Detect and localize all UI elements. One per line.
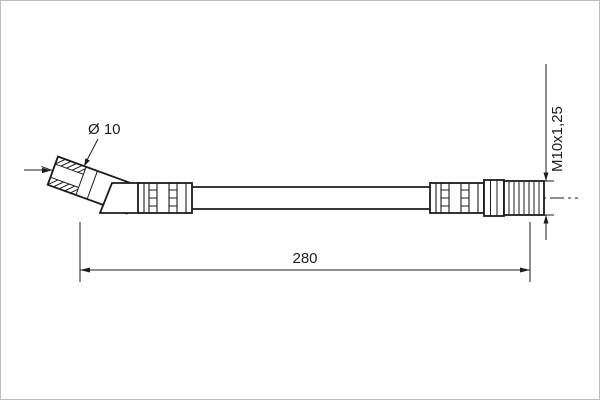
section-hatch-top	[55, 158, 86, 173]
fitting-bore-lines	[50, 163, 84, 188]
hose-body	[138, 186, 484, 210]
thread-label: M10x1,25	[549, 106, 566, 172]
dim-arrowhead-down-icon	[543, 172, 549, 181]
length-label: 280	[292, 250, 317, 267]
leader-arrowhead-icon	[84, 158, 90, 167]
hex-collar	[483, 179, 505, 217]
pointer-arrowhead-icon	[42, 167, 51, 174]
dim-arrowhead-right-icon	[520, 267, 530, 273]
diameter-callout: Ø 10	[84, 121, 121, 167]
length-dimension: 280	[79, 222, 531, 282]
fitting-shoulder-lines	[75, 166, 98, 200]
hex-flat-lines	[490, 180, 498, 216]
thread-crest-lines	[508, 182, 540, 214]
ferrule-body	[137, 182, 193, 214]
ferrule-edge-lines	[435, 183, 479, 213]
hex-body	[483, 179, 505, 217]
dim-arrowhead-left-icon	[80, 267, 90, 273]
hose-fill	[138, 187, 484, 209]
ferrule-rib-ticks	[441, 189, 469, 207]
length-extension-lines	[79, 222, 531, 282]
left-crimp-ferrule	[137, 182, 193, 214]
right-crimp-ferrule	[429, 182, 485, 214]
thread-dimension: M10x1,25	[543, 64, 566, 240]
end-pointer-arrow	[24, 167, 51, 174]
ferrule-edge-lines	[143, 183, 187, 213]
ferrule-rib-ticks	[149, 189, 177, 207]
dim-arrowhead-up-icon	[543, 215, 549, 224]
diameter-label: Ø 10	[88, 121, 121, 138]
section-hatch-bottom	[47, 179, 79, 194]
threaded-fitting	[503, 180, 545, 216]
diameter-leader-line	[85, 138, 99, 163]
ferrule-body	[429, 182, 485, 214]
hose-outline	[138, 186, 484, 210]
